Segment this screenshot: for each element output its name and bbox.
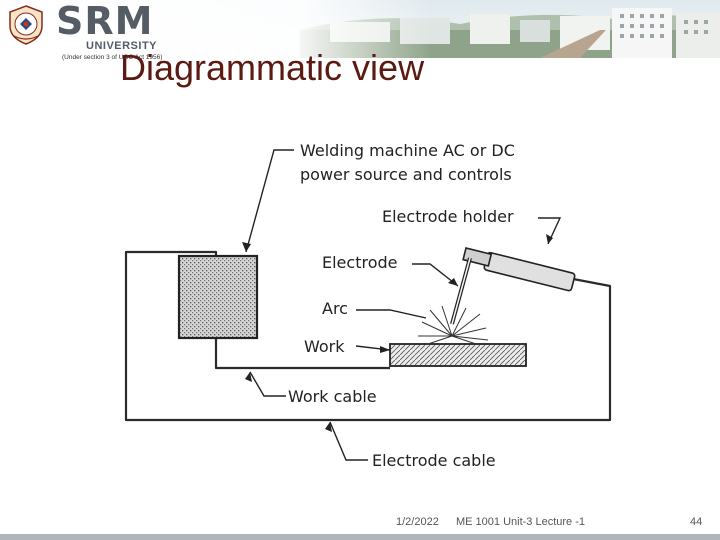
footer-divider xyxy=(0,534,720,540)
arc-burst xyxy=(418,305,489,345)
label-electrode-holder: Electrode holder xyxy=(382,207,514,226)
work-cable-line xyxy=(214,338,390,370)
work-cable-leader xyxy=(249,371,286,397)
electrode-cable-leader xyxy=(329,421,368,461)
university-tagline: (Under section 3 of UGC Act 1956) xyxy=(62,54,163,61)
electrode-cable-line xyxy=(124,250,612,422)
university-seal-logo xyxy=(6,4,46,46)
label-work: Work xyxy=(304,337,345,356)
footer-page-number: 44 xyxy=(690,516,703,528)
holder-leader xyxy=(538,217,562,245)
label-machine-line1: Welding machine AC or DC xyxy=(300,141,515,160)
workpiece xyxy=(389,343,527,367)
label-electrode-cable: Electrode cable xyxy=(372,451,496,470)
label-work-cable: Work cable xyxy=(288,387,377,406)
footer-course: ME 1001 Unit-3 Lecture -1 xyxy=(456,516,586,528)
slide-title: Diagrammatic view xyxy=(120,47,425,88)
label-electrode: Electrode xyxy=(322,253,397,272)
university-name: SRM xyxy=(56,0,154,43)
welding-circuit-diagram: Welding machine AC or DC power source an… xyxy=(90,110,650,490)
welding-machine-box xyxy=(177,254,259,340)
label-machine-line2: power source and controls xyxy=(300,165,512,184)
arc-leader xyxy=(356,309,427,319)
header-banner xyxy=(0,0,720,58)
electrode-leader xyxy=(412,263,459,287)
label-arc: Arc xyxy=(322,299,348,318)
footer-date: 1/2/2022 xyxy=(396,516,439,528)
machine-leader xyxy=(245,149,294,253)
university-subtitle: UNIVERSITY xyxy=(86,40,158,52)
electrode-holder xyxy=(462,247,576,292)
